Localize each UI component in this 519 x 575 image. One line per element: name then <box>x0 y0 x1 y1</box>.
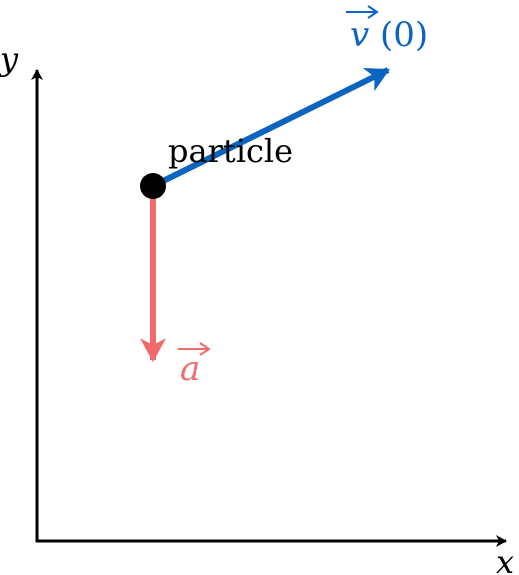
velocity-argument: (0) <box>380 15 428 55</box>
velocity-symbol: v <box>350 15 369 55</box>
particle-dot <box>140 173 166 199</box>
velocity-arrow <box>151 67 390 189</box>
acceleration-symbol: a <box>180 349 200 389</box>
particle-label: particle <box>168 132 293 170</box>
velocity-label: v (0) <box>346 5 428 55</box>
y-axis-label: y <box>0 40 19 78</box>
x-axis-label: x <box>496 543 514 575</box>
acceleration-label: a <box>178 342 211 389</box>
